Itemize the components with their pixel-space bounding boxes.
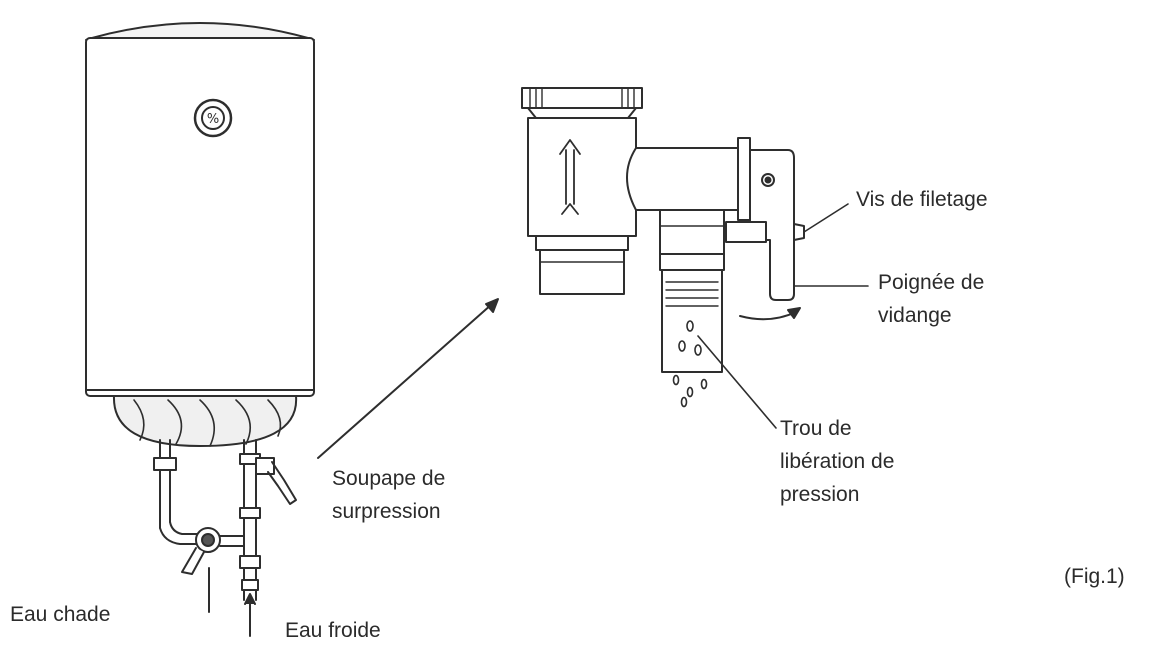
valve-top-thread [521,87,643,109]
label-vis-de-filetage: Vis de filetage [856,188,988,211]
threading-screw-icon [761,173,775,187]
flow-arrow-icon [559,139,581,215]
drain-pipe [661,269,723,373]
drain-outlet-neck [659,209,725,255]
label-eau-froide: Eau froide [285,619,381,642]
svg-text:%: % [207,112,219,127]
label-poignee-de-vidange: Poignée de vidange [878,271,985,327]
label-soupape-de-surpression: Soupape de surpression [332,467,446,523]
leader-lines [697,203,869,429]
pressure-valve-detail [521,87,805,408]
heater-bottom-dome [112,395,298,447]
valve-bottom-thread [539,249,625,295]
leader-vis [803,203,849,233]
water-drops [672,320,708,408]
hot-water-pipe [153,439,201,545]
label-trou-de-liberation: Trou de libération de pression [780,417,895,506]
water-heater: % [85,22,315,637]
drain-handle [749,149,795,301]
heater-body [85,37,315,397]
figure-reference: (Fig.1) [1064,565,1125,588]
safety-valve-small [255,457,297,505]
label-eau-chaude: Eau chade [10,603,111,626]
zoom-arrow [317,298,499,459]
rotation-arrow [739,307,801,321]
cold-water-pipe [239,439,261,601]
cold-water-inlet-arrow [244,593,256,637]
leader-trou [697,335,777,429]
valve-main-body [527,117,637,237]
dome-hatching [133,399,282,447]
valve-side-chamber [626,147,741,211]
thermostat-dial-icon: % [193,98,233,138]
mixing-valve [181,527,245,575]
